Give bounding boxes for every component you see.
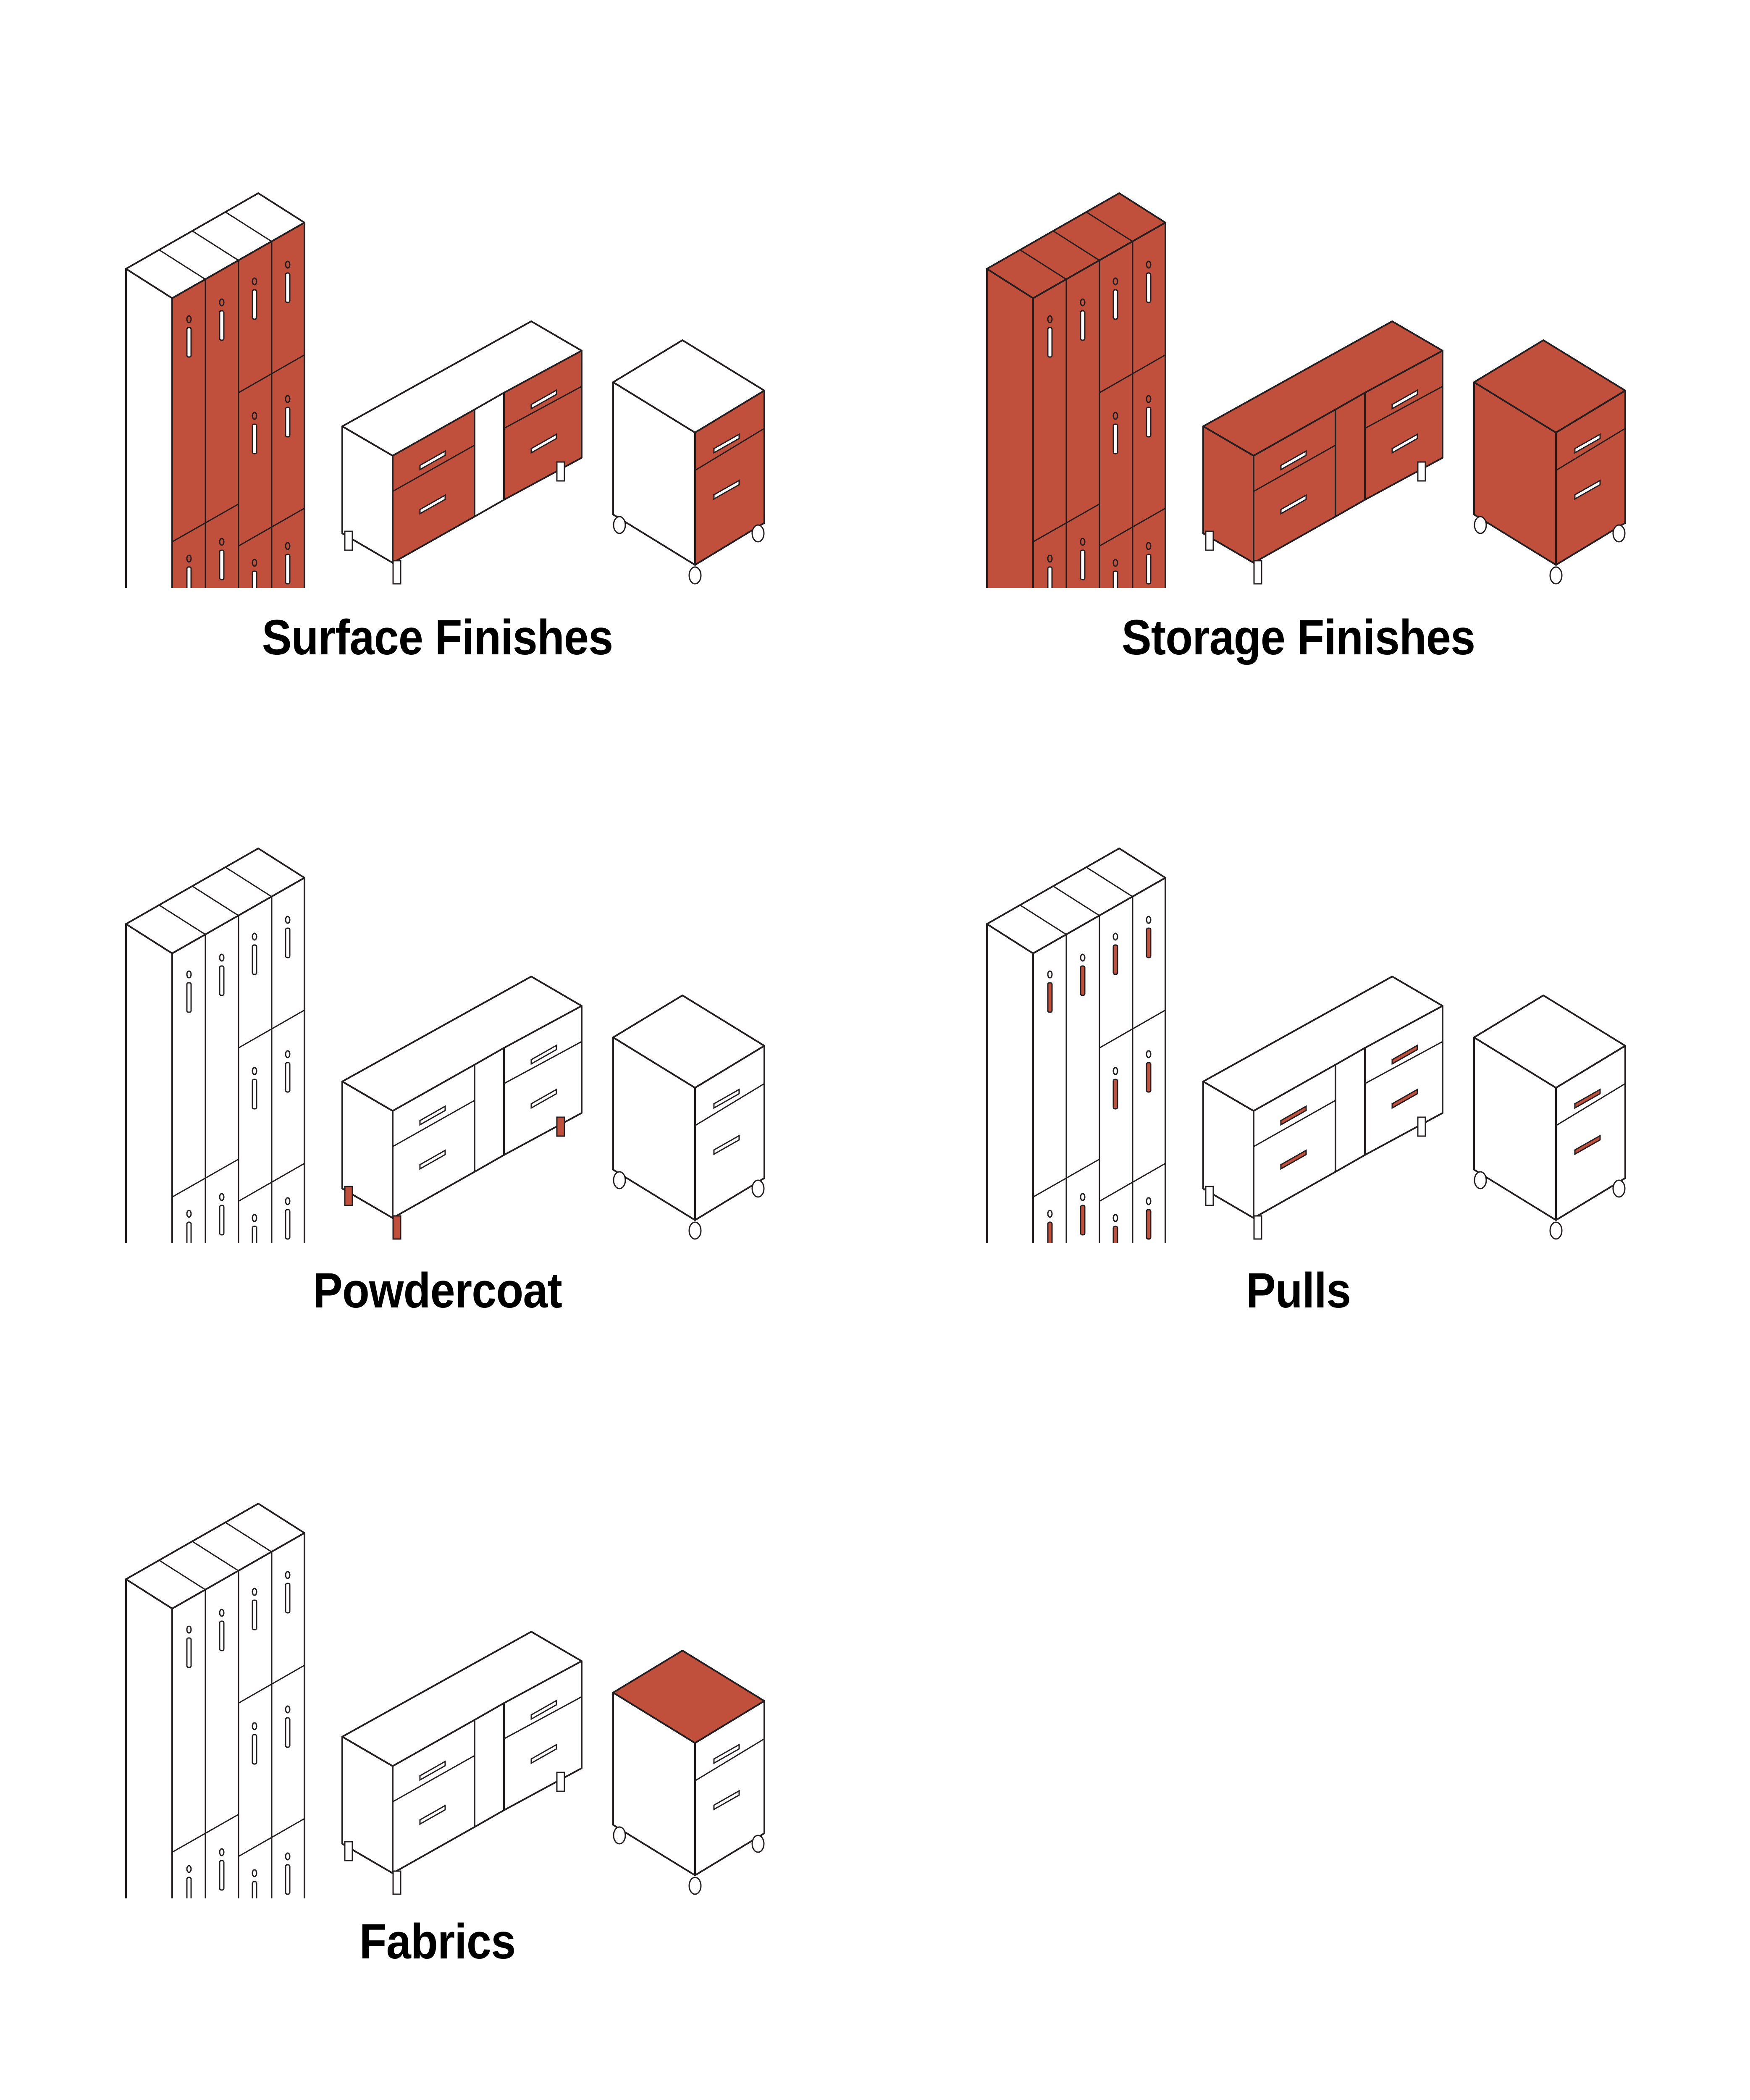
panel-label: Powdercoat xyxy=(313,1263,562,1318)
furniture-illustration xyxy=(125,848,765,1243)
furniture-illustration xyxy=(125,1503,765,1898)
panel-label: Fabrics xyxy=(359,1914,516,1969)
finish-panel-storage-finishes: Storage Finishes xyxy=(861,0,1736,665)
finish-panel-fabrics: Fabrics xyxy=(0,1310,875,1969)
panel-label: Surface Finishes xyxy=(262,610,613,665)
panel-label: Storage Finishes xyxy=(1121,610,1475,665)
finish-panel-pulls: Pulls xyxy=(861,655,1736,1318)
furniture-illustration xyxy=(986,192,1626,588)
furniture-illustration xyxy=(986,848,1626,1243)
panel-label: Pulls xyxy=(1246,1263,1351,1318)
finish-panel-powdercoat: Powdercoat xyxy=(0,655,875,1318)
furniture-illustration xyxy=(125,192,765,588)
finish-panel-surface-finishes: Surface Finishes xyxy=(0,0,875,665)
